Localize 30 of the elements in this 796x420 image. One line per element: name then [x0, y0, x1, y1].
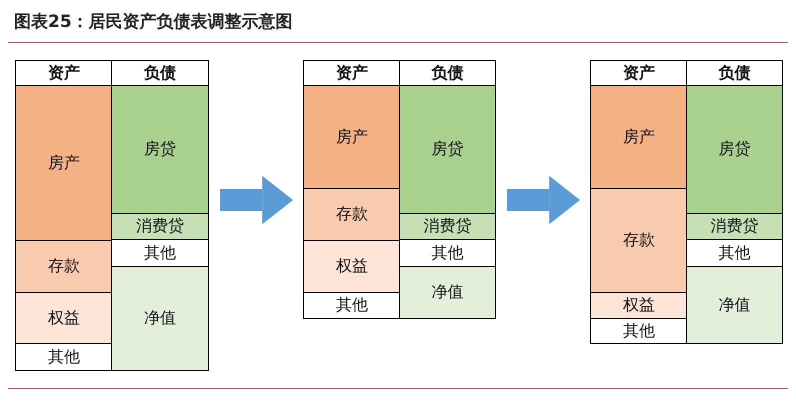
balance-item: 存款	[590, 188, 688, 293]
block-arrow	[507, 176, 580, 224]
balance-item: 房产	[303, 85, 401, 189]
balance-item: 房贷	[111, 85, 209, 214]
balance-item: 其他	[399, 239, 496, 267]
balance-sheet-table	[590, 60, 782, 343]
column-header: 负债	[399, 60, 496, 86]
column-header: 负债	[111, 60, 209, 86]
balance-item: 权益	[590, 292, 688, 319]
balance-item: 净值	[686, 266, 783, 344]
balance-item: 存款	[15, 240, 113, 293]
balance-sheet-table	[15, 60, 208, 370]
balance-item: 房产	[15, 85, 113, 241]
balance-item: 消费贷	[399, 213, 496, 240]
balance-item: 房贷	[686, 85, 783, 214]
balance-item: 权益	[15, 292, 113, 344]
column-header: 负债	[686, 60, 783, 86]
balance-item: 其他	[111, 239, 209, 267]
balance-item: 房产	[590, 85, 688, 189]
balance-item: 其他	[686, 239, 783, 267]
balance-item: 存款	[303, 188, 401, 241]
figure-title: 图表25：居民资产负债表调整示意图	[14, 11, 293, 33]
balance-item: 净值	[399, 266, 496, 319]
balance-item: 权益	[303, 240, 401, 293]
balance-sheet-table	[303, 60, 495, 318]
balance-item: 消费贷	[686, 213, 783, 240]
balance-item: 房贷	[399, 85, 496, 214]
block-arrow	[220, 176, 293, 224]
balance-item: 净值	[111, 266, 209, 371]
balance-item: 消费贷	[111, 213, 209, 240]
